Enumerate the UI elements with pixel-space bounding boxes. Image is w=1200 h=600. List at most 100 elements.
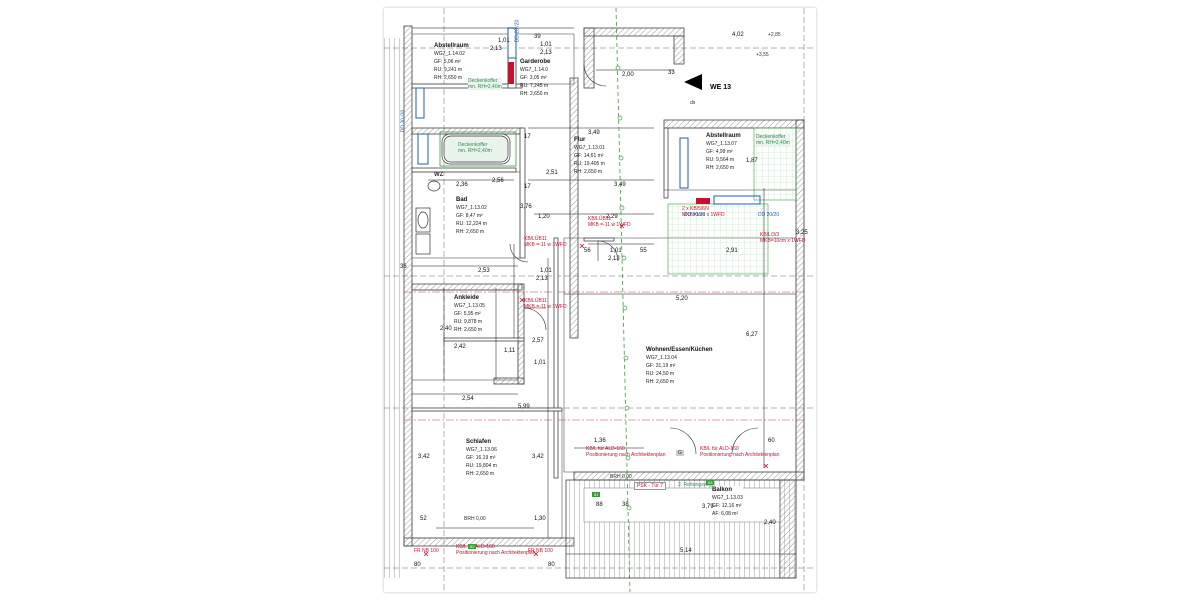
room-flur: Flur WG7_1.13.01 GF: 14,61 m² RU: 19,405… [574,136,605,176]
gf-label: GF: [456,213,465,219]
room-ru: 9,564 m [716,157,735,163]
gf-label: GF: [706,149,715,155]
dim-2-54: 2,54 [462,396,474,402]
ru-label: RU: [454,319,463,325]
duct-label-2: DD 20 /20 [514,19,521,43]
bad-green-area [439,131,517,167]
room-ru: 19,804 m [476,463,497,469]
wz-label: WZ [434,172,444,178]
room-gf: 16,19 m² [475,455,496,461]
room-name: Balkon [712,487,733,493]
route-path [615,8,631,592]
kitchen-tile-area [667,203,769,275]
room-code: WG7_1.14.0 [520,67,549,73]
dim-3-42-b: 3,42 [532,454,544,460]
room-ru: 24,50 m [656,371,675,377]
rh-label: RH: [520,91,529,97]
room-ru: 7,245 m [530,83,549,89]
room-code: WG7_1.13.02 [456,205,487,211]
gf-label: GF: [434,59,443,65]
stair-arrow [684,74,702,90]
rh-label: RH: [706,165,715,171]
gf-label: GF: [466,455,475,461]
dim-2-13-d: 2,13 [536,276,548,282]
kb-annotation-2: KB/LÜB11 MKB =-11 w 1WFD [588,216,631,228]
room-abstellraum-2: Abstellraum WG7_1.13.07 GF: 4,99 m² RU: … [706,132,741,172]
deckenkoffer-note-2: Deckenkoffer mn. RH=2,40m [458,142,492,154]
dim-17-b: 17 [524,134,531,140]
ru-label: RU: [466,463,475,469]
dim-2-42: 2,42 [454,344,466,350]
mkb-text: MKB =-11 w 1WFD [524,304,567,310]
kb-ald-annotation-1: KB/L für ALD-160 Positionierung nach Arc… [586,446,666,458]
kb-annotation-3: KB/LÜB11 MKB =-11 w 1WFD [524,298,567,310]
deckenkoffer-title: Deckenkoffer [458,142,488,148]
brh-label-1: BRH 0,00 [464,516,486,522]
fr-label-2: FR NB 100 [528,548,553,554]
dim-1-11: 1,11 [504,348,516,354]
room-name: Abstellraum [434,43,469,49]
kb-ald-text: KB/L für ALD-160 [700,446,739,452]
axis-lines [404,291,804,421]
dim-2-13-a: 2,13 [490,46,502,52]
room-gf: 14,61 m² [583,153,604,159]
kb-annotation-1: KB/LÜB11 MKB =-11 w 1WFD [524,236,567,248]
dim-1-20: 1,20 [538,214,550,220]
pos-text: Positionierung nach Architektenplan [456,550,536,556]
kb-text: 2 x KB/5/6N [682,206,709,212]
duct-label-4: DD 20/20 [758,212,780,218]
room-af: AF: 6,08 m² [712,511,739,517]
room-name: Flur [574,137,586,143]
balcony-inner [583,487,781,523]
dim-2-00: 2,00 [622,72,634,78]
dim-5-14: 5,14 [680,548,692,554]
fr-label-1: FR NB 100 [414,548,439,554]
room-ankleide: Ankleide WG7_1.13.05 GF: 5,95 m² RU: 9,8… [454,294,485,334]
room-gf: 3,05 m² [529,75,547,81]
gf-label: GF: [712,503,721,509]
dim-17: 17 [524,184,531,190]
dim-2-40: 2,40 [440,326,452,332]
mkb-text: MKB=1cm x 1WFD [682,212,725,218]
room-bad: Bad WG7_1.13.02 GF: 8,47 m² RU: 12,224 m… [456,196,487,236]
g-badge: G [676,450,684,456]
dim-88: 88 [596,502,603,508]
deckenkoffer-note-3: Deckenkoffer mn. RH=2,40m [756,134,790,146]
elevation-label: +2,85 [768,32,781,38]
room-gf: 4,99 m² [715,149,733,155]
room-name: Abstellraum [706,133,741,139]
deckenkoffer-note-1: Deckenkoffer mn. RH=2,40m [468,78,502,90]
dim-1-01-c: 1,01 [610,248,622,254]
kb-ald-annotation-2: KB/L für ALD-160 Positionierung nach Arc… [700,446,780,458]
room-rh: 2,650 m [476,471,495,477]
dim-2-56: 2,56 [492,178,504,184]
route-dots [615,65,632,511]
rh-label: RH: [456,229,465,235]
dim-3-25: 3,25 [796,230,808,236]
badge-61: 61 [592,492,601,497]
room-schlafen: Schlafen WG7_1.13.06 GF: 16,19 m² RU: 19… [466,438,497,478]
deckenkoffer-title: Deckenkoffer [756,134,786,140]
dim-2-57: 2,57 [532,338,544,344]
gf-label: GF: [574,153,583,159]
dim-1-01-d: 1,01 [540,268,552,274]
gf-label: GF: [646,363,655,369]
room-rh: 2,650 m [584,169,603,175]
room-code: WG7_1.13.05 [454,303,485,309]
floor-plan-drawing [384,8,816,592]
rh-label: RH: [466,471,475,477]
room-gf: 8,47 m² [465,213,483,219]
exterior-walls [403,25,805,547]
shafts [415,27,761,205]
psk-door-label: PSK - Tür 7 [634,482,667,490]
dim-55: 55 [640,248,647,254]
dim-1-01-a: 1,01 [498,38,510,44]
dim-52: 52 [420,516,427,522]
room-name: Schlafen [466,439,492,445]
balcony-railing [779,479,797,579]
room-ru: 9,241 m [444,67,463,73]
ru-label: RU: [574,161,583,167]
room-ru: 19,405 m [584,161,605,167]
vent-markers [423,223,769,557]
dim-3-79: 3,79 [702,504,714,510]
